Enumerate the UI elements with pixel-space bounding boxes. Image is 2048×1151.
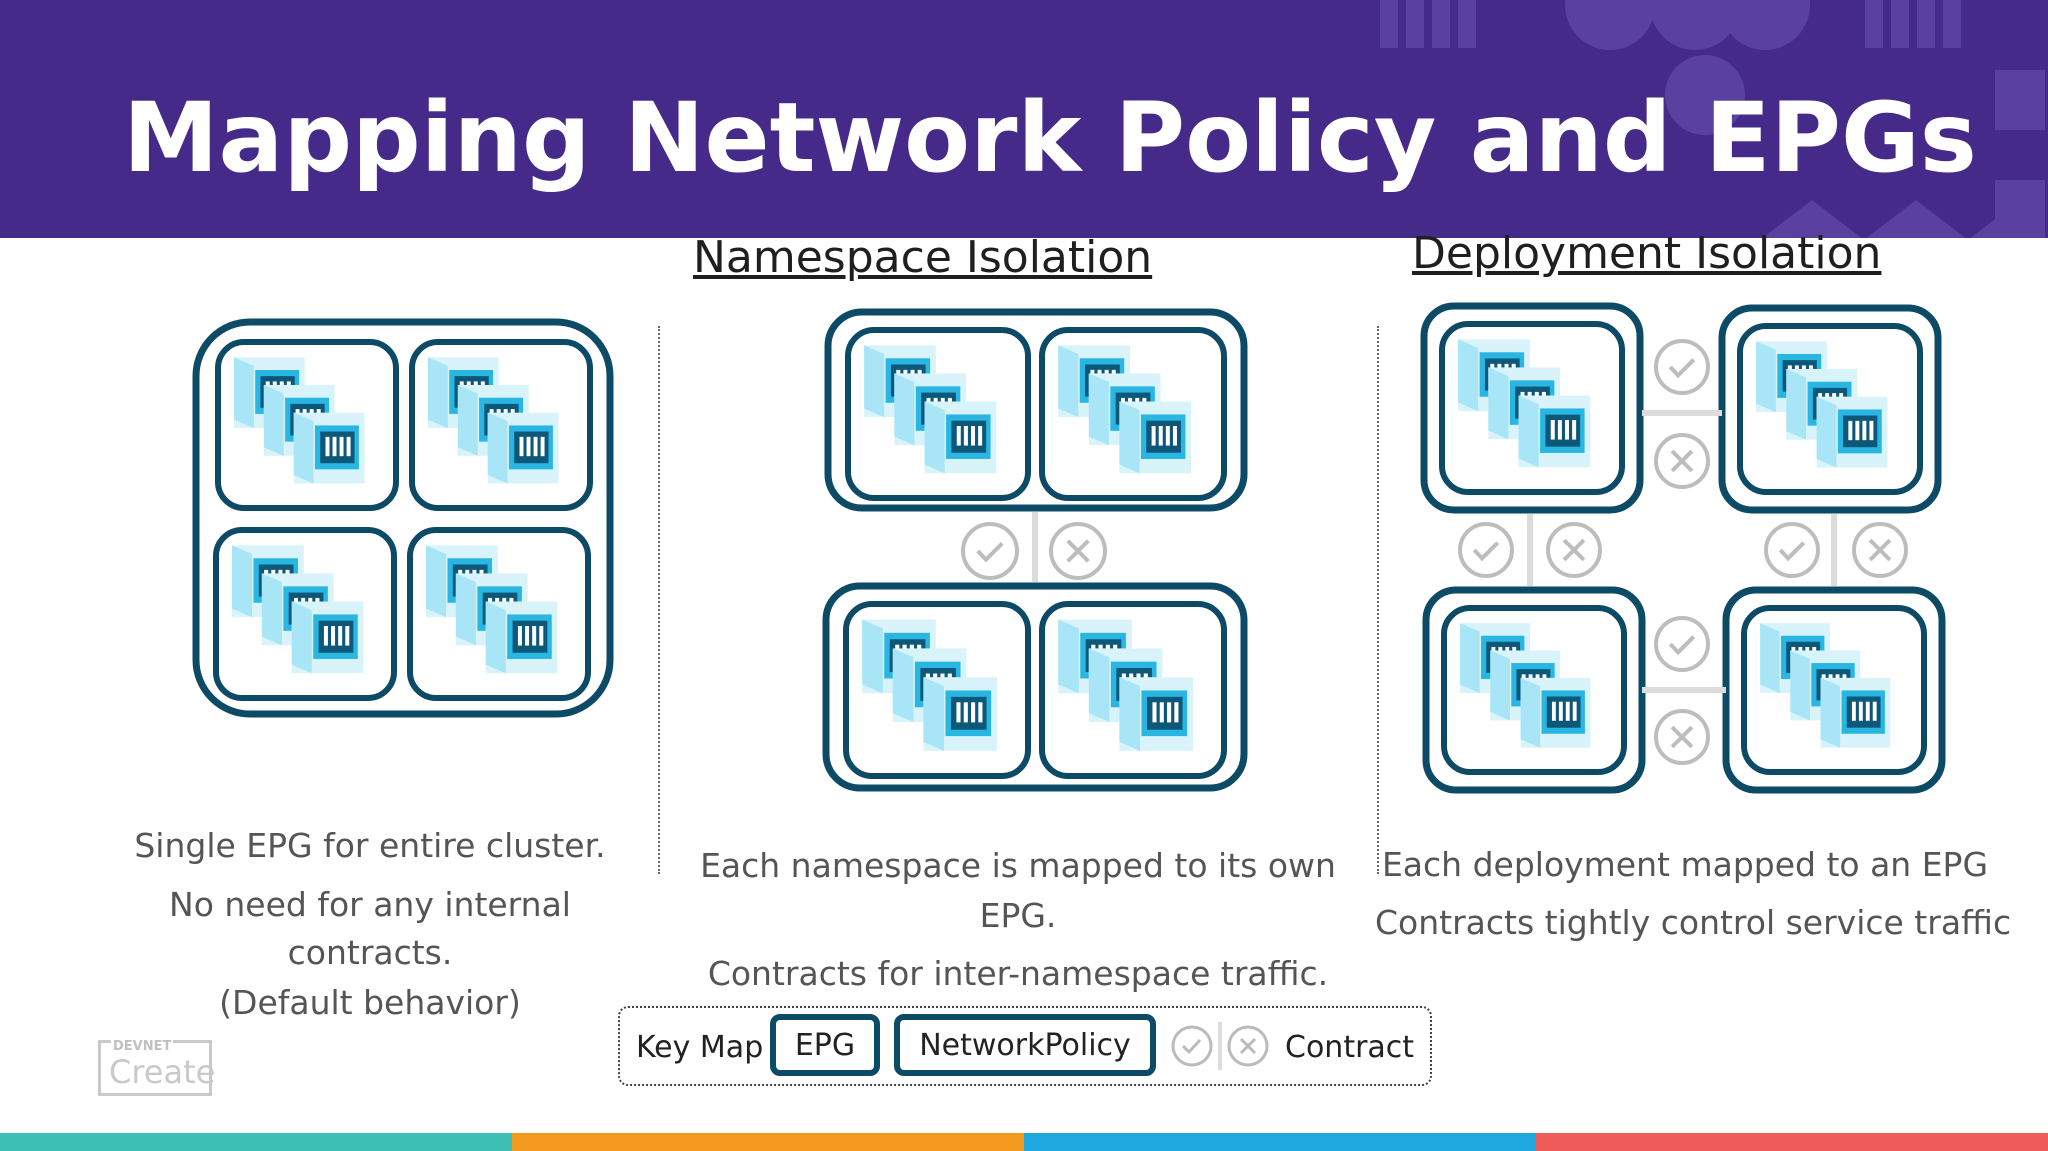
- x-icon: [1227, 1025, 1269, 1067]
- pod-stack: [233, 357, 365, 484]
- single-epg-caption-4: (Default behavior): [219, 983, 521, 1022]
- namespace-caption-3: Contracts for inter-namespace traffic.: [707, 954, 1329, 993]
- namespace-isolation-heading: Namespace Isolation: [693, 232, 1153, 283]
- slide-title: Mapping Network Policy and EPGs: [123, 82, 1977, 194]
- pod-box: [407, 527, 591, 701]
- column-divider: [1377, 326, 1379, 874]
- pod-stack: [427, 357, 559, 484]
- key-map-legend: Key Map EPG NetworkPolicy Contract: [618, 1006, 1432, 1086]
- check-icon: [1458, 522, 1514, 578]
- pod-stack: [864, 345, 997, 474]
- pod-box: [1439, 321, 1625, 495]
- x-icon: [1654, 709, 1710, 765]
- deployment-isolation-heading: Deployment Isolation: [1412, 228, 1882, 279]
- pod-stack: [1760, 623, 1891, 748]
- pod-stack: [231, 545, 364, 674]
- deployment-caption-1: Each deployment mapped to an EPG: [1381, 845, 1989, 884]
- namespace-epg-box: [822, 582, 1248, 792]
- pod-box: [1039, 327, 1227, 501]
- logo-big-text: Create: [109, 1053, 216, 1091]
- check-icon: [1654, 616, 1710, 672]
- devnet-create-logo: DEVNET Create: [98, 1039, 216, 1096]
- network-policy-legend-box: NetworkPolicy: [894, 1014, 1156, 1076]
- pod-stack: [1460, 623, 1591, 748]
- pod-box: [215, 339, 399, 511]
- pod-box: [1039, 601, 1227, 779]
- pod-stack: [1058, 345, 1192, 474]
- cluster-epg-box: [192, 318, 614, 718]
- deployment-epg-box: [1718, 304, 1942, 514]
- pod-box: [1737, 323, 1923, 495]
- deployment-epg-box: [1420, 302, 1644, 514]
- check-icon: [1764, 522, 1820, 578]
- epg-legend-box: EPG: [770, 1014, 880, 1076]
- pod-stack: [1458, 339, 1591, 468]
- pod-stack: [862, 619, 997, 751]
- header-banner: Mapping Network Policy and EPGs: [0, 0, 2048, 238]
- single-epg-caption-3: contracts.: [287, 933, 453, 972]
- logo-small-text: DEVNET: [111, 1039, 174, 1054]
- column-divider: [658, 326, 660, 874]
- x-icon: [1546, 522, 1602, 578]
- x-icon: [1852, 522, 1908, 578]
- pod-box: [213, 527, 397, 701]
- pod-box: [1741, 605, 1927, 775]
- pod-box: [409, 339, 593, 511]
- check-icon: [961, 522, 1019, 580]
- pod-stack: [1058, 619, 1193, 751]
- deployment-caption-2: Contracts tightly control service traffi…: [1375, 903, 2012, 942]
- check-icon: [1654, 339, 1710, 395]
- pod-box: [843, 601, 1031, 779]
- single-epg-caption-1: Single EPG for entire cluster.: [134, 826, 606, 865]
- namespace-epg-box: [824, 308, 1248, 512]
- x-icon: [1654, 433, 1710, 489]
- pod-box: [845, 327, 1031, 501]
- namespace-caption-2: EPG.: [979, 896, 1057, 935]
- pod-stack: [1756, 341, 1888, 468]
- single-epg-caption-2: No need for any internal: [169, 885, 571, 924]
- namespace-caption-1: Each namespace is mapped to its own: [700, 846, 1336, 885]
- pod-stack: [425, 545, 558, 674]
- key-map-label: Key Map: [636, 1030, 764, 1065]
- bottom-color-bar: [0, 1133, 2048, 1151]
- pod-box: [1441, 605, 1627, 775]
- check-icon: [1171, 1025, 1213, 1067]
- x-icon: [1049, 522, 1107, 580]
- contract-legend-label: Contract: [1285, 1030, 1415, 1065]
- contract-legend-icons: [1171, 1022, 1269, 1070]
